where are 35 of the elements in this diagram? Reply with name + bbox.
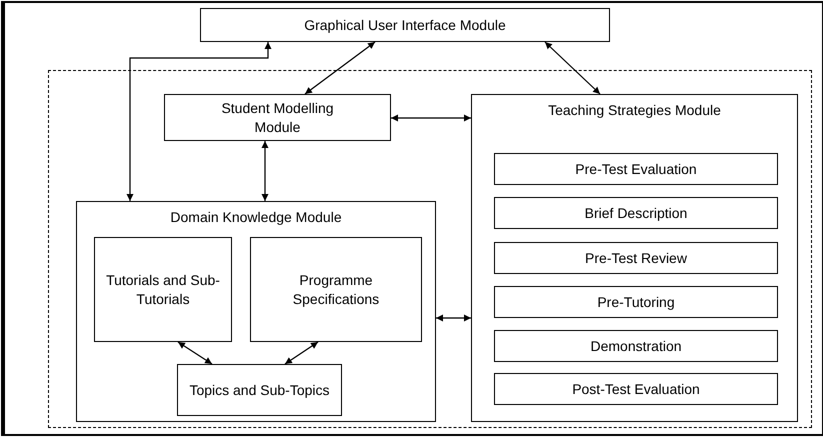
dashed-group-box <box>48 70 812 428</box>
module-box <box>94 237 232 342</box>
module-box <box>494 286 778 318</box>
module-box <box>76 201 436 422</box>
module-label: Domain Knowledge Module <box>170 208 342 227</box>
double-arrow <box>178 342 212 364</box>
module-box <box>494 242 778 274</box>
double-arrow <box>391 114 471 122</box>
module-label: Pre-Test Review <box>585 248 687 268</box>
module-label: Brief Description <box>584 204 688 222</box>
double-arrow <box>304 42 376 94</box>
module-label: Pre-Tutoring <box>597 292 675 312</box>
module-label: Student Modelling Module <box>220 98 335 136</box>
module-box <box>471 94 798 422</box>
module-box <box>250 237 422 342</box>
module-box <box>494 153 778 185</box>
module-label: Post-Test Evaluation <box>572 380 700 398</box>
module-label: Programme Specifications <box>292 270 380 308</box>
module-box <box>494 373 778 405</box>
module-label: Graphical User Interface Module <box>304 16 506 34</box>
module-label: Demonstration <box>590 336 682 356</box>
module-label: Topics and Sub-Topics <box>189 380 330 400</box>
module-label: Teaching Strategies Module <box>548 101 721 120</box>
module-box <box>177 364 342 416</box>
module-label: Tutorials and Sub-Tutorials <box>105 270 221 308</box>
module-label: Pre-Test Evaluation <box>575 160 697 178</box>
double-arrow <box>436 314 471 322</box>
module-box <box>494 330 778 362</box>
module-box <box>200 8 610 42</box>
double-arrow <box>544 42 600 94</box>
module-box <box>494 197 778 229</box>
module-box <box>164 94 391 141</box>
double-arrow <box>284 342 318 364</box>
double-arrow <box>126 42 272 201</box>
double-arrow <box>262 141 268 201</box>
